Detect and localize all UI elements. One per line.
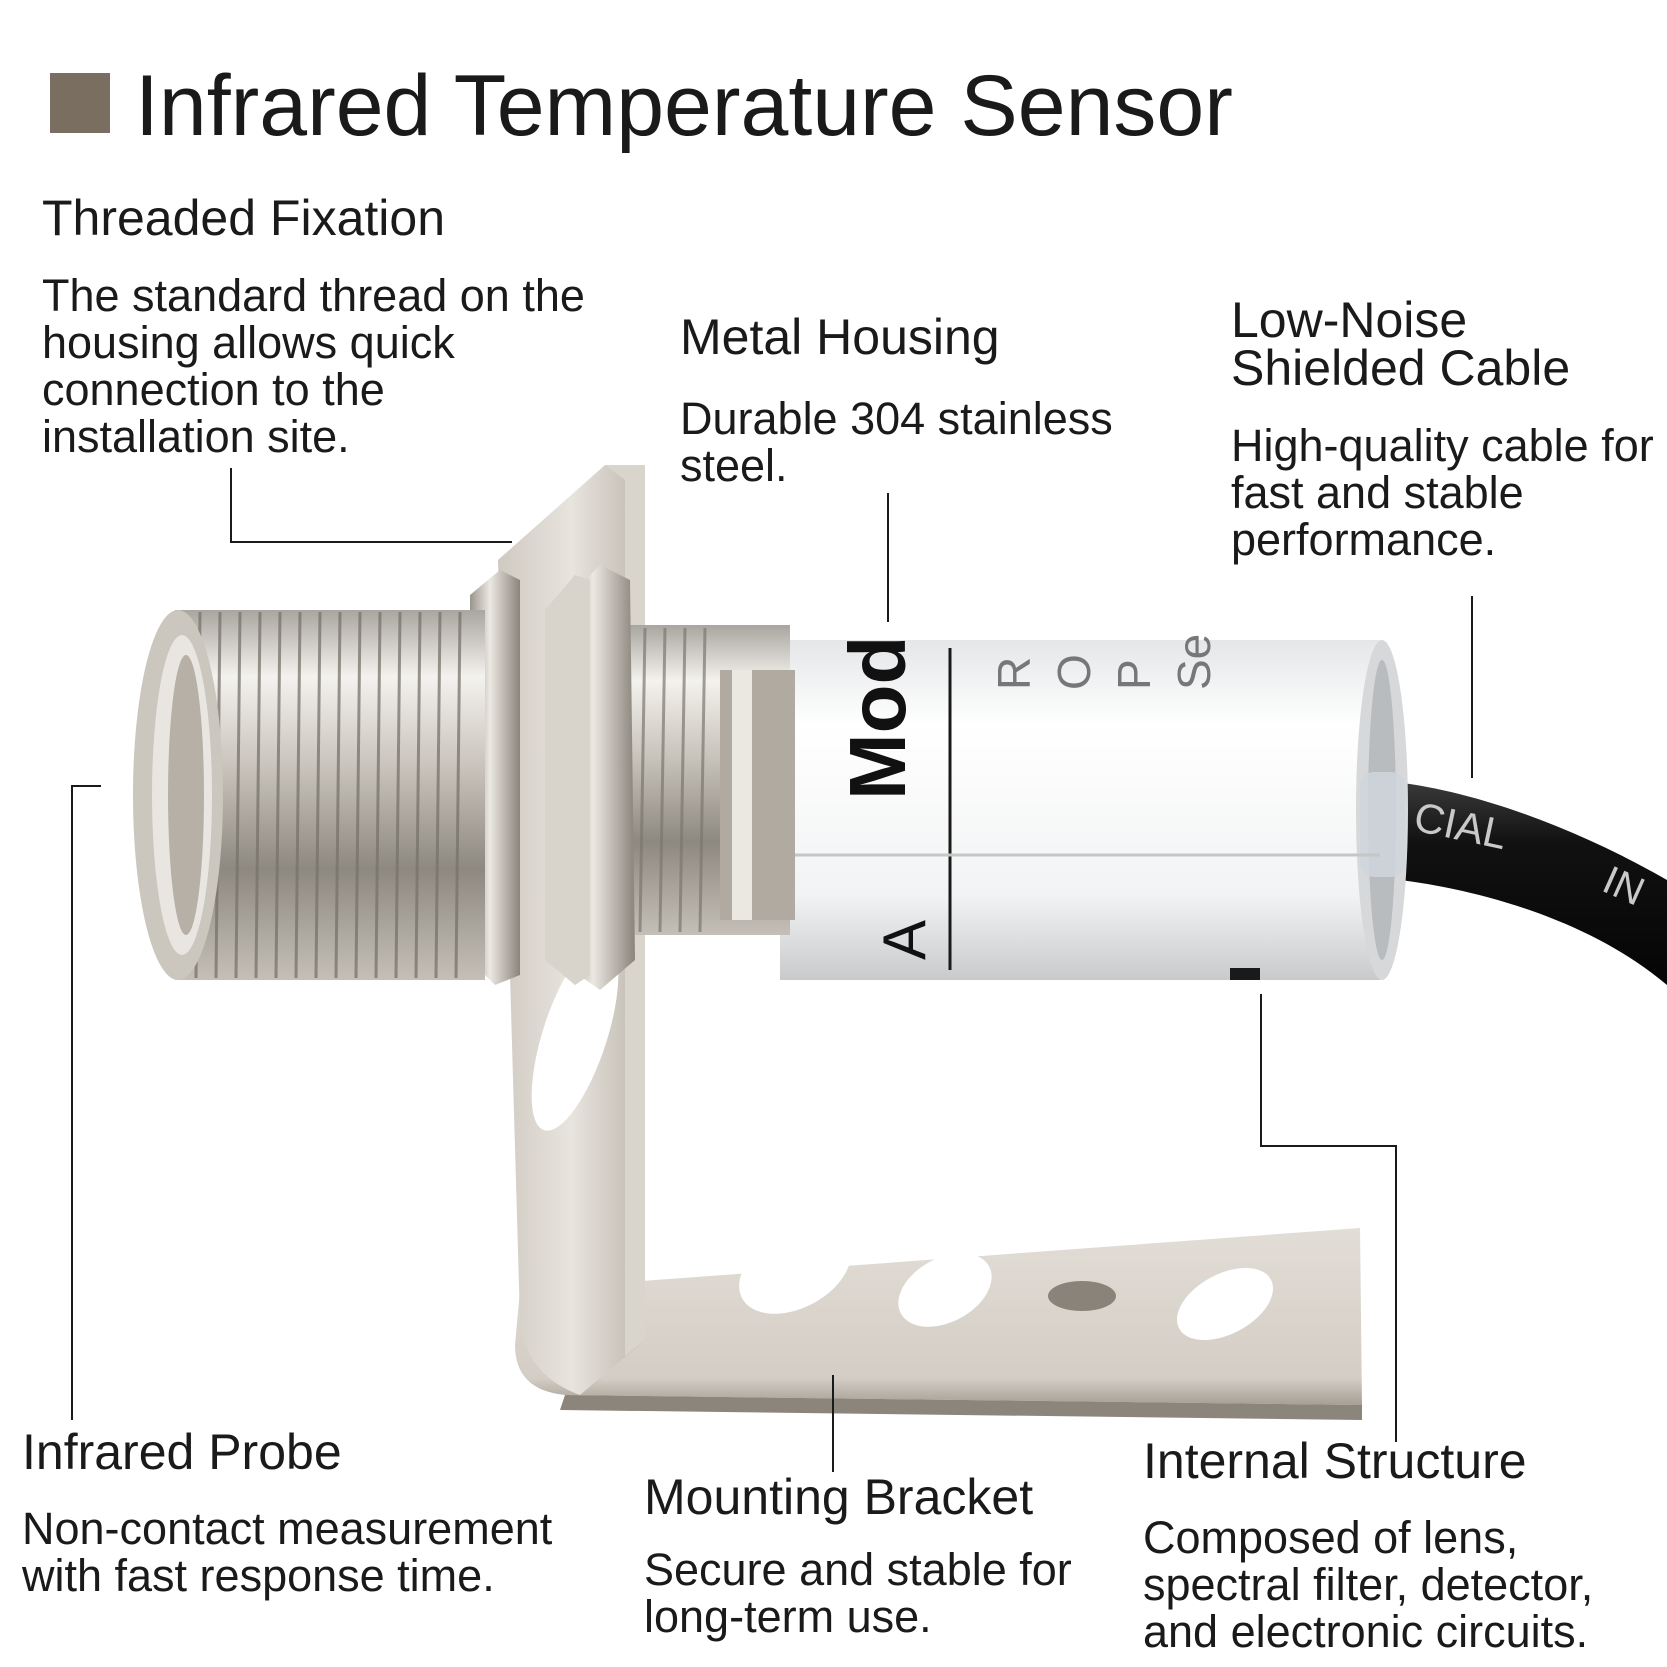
title-accent-square <box>50 73 110 133</box>
bracket-slot <box>1176 1267 1274 1341</box>
callout-mounting-bracket: Mounting Bracket Secure and stable for l… <box>644 1472 1134 1640</box>
bracket-slot <box>739 1226 851 1314</box>
front-thread <box>175 610 485 980</box>
svg-text:O: O <box>1048 654 1100 690</box>
callout-heading: Internal Structure <box>1143 1433 1527 1489</box>
cable <box>1395 782 1667 985</box>
callout-description: Durable 304 stainless steel. <box>680 393 1113 491</box>
leader-threaded-fixation <box>230 468 512 543</box>
callout-description: High-quality cable for fast and stable p… <box>1231 420 1654 565</box>
callout-heading: Low-Noise <box>1231 292 1468 348</box>
model-label: Mod <box>833 636 922 800</box>
callout-metal-housing: Metal Housing Durable 304 stainless stee… <box>680 312 1180 489</box>
svg-text:Se: Se <box>1168 634 1220 690</box>
page-title: Infrared Temperature Sensor <box>135 58 1233 154</box>
callout-description: Non-contact measurement with fast respon… <box>22 1503 553 1601</box>
callout-internal-structure: Internal Structure Composed of lens, spe… <box>1143 1436 1663 1655</box>
callout-description: The standard thread on the housing allow… <box>42 270 585 462</box>
bracket-slot <box>898 1253 992 1327</box>
callout-heading: Shielded Cable <box>1231 340 1571 396</box>
callout-heading: Infrared Probe <box>22 1424 342 1480</box>
callout-heading: Threaded Fixation <box>42 190 446 246</box>
leader-probe <box>71 785 101 1420</box>
svg-text:R: R <box>988 657 1040 690</box>
leader-internal <box>1260 994 1397 1442</box>
callout-description: Secure and stable for long-term use. <box>644 1544 1072 1642</box>
callout-shielded-cable: Low-Noise Shielded Cable High-quality ca… <box>1231 292 1661 565</box>
callout-threaded-fixation: Threaded Fixation The standard thread on… <box>42 193 602 460</box>
sensor-body <box>780 640 1380 980</box>
callout-heading: Mounting Bracket <box>644 1469 1034 1525</box>
callout-description: Composed of lens, spectral filter, detec… <box>1143 1512 1594 1657</box>
callout-heading: Metal Housing <box>680 309 1000 365</box>
callout-infrared-probe: Infrared Probe Non-contact measurement w… <box>22 1427 622 1599</box>
svg-text:A: A <box>871 920 938 960</box>
svg-text:P: P <box>1108 659 1160 690</box>
